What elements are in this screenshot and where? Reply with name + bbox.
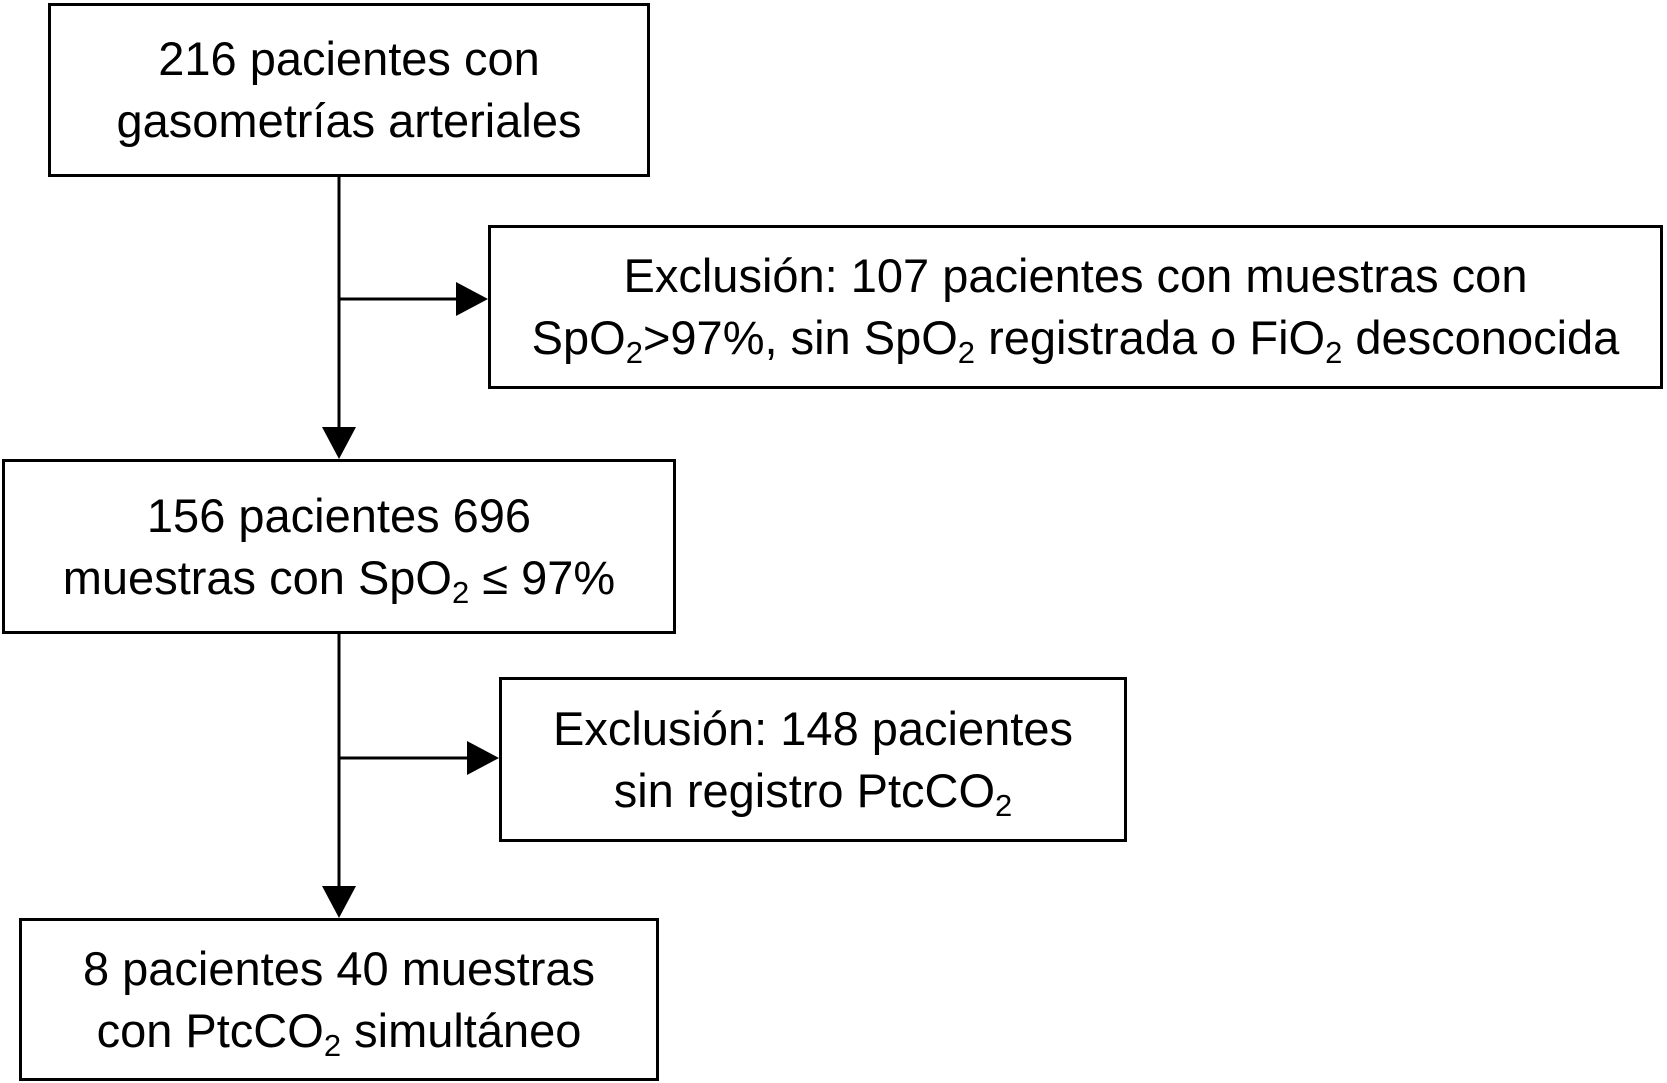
text-segment: Exclusión: 148 pacientes <box>553 701 1073 755</box>
box-text-line: muestras con SpO2 ≤ 97% <box>63 547 615 609</box>
box-text-line: sin registro PtcCO2 <box>614 760 1013 822</box>
box-text-line: Exclusión: 148 pacientes <box>553 698 1073 760</box>
subscript: 2 <box>995 787 1013 823</box>
text-segment: simultáneo <box>341 1003 582 1057</box>
box-text-line: SpO2>97%, sin SpO2 registrada o FiO2 des… <box>532 307 1620 369</box>
arrowhead-b3 <box>322 427 356 459</box>
text-segment: registrada o FiO <box>975 311 1326 364</box>
box-text-line: con PtcCO2 simultáneo <box>97 1000 582 1062</box>
arrowhead-b2 <box>456 282 488 316</box>
box-initial-patients: 216 pacientes con gasometrías arteriales <box>48 3 650 177</box>
text-segment: desconocida <box>1342 311 1620 364</box>
text-segment: muestras con SpO <box>62 550 452 604</box>
text-segment: Exclusión: 107 pacientes con muestras co… <box>623 249 1528 302</box>
subscript: 2 <box>957 335 976 370</box>
text-segment: con PtcCO <box>96 1003 324 1057</box>
box-text-line: 216 pacientes con <box>158 28 540 90</box>
box-exclusion-1: Exclusión: 107 pacientes con muestras co… <box>488 225 1663 389</box>
arrowhead-b5 <box>322 886 356 918</box>
text-segment: 216 pacientes con <box>158 32 540 85</box>
text-segment: sin registro PtcCO <box>613 763 996 817</box>
box-text-line: 8 pacientes 40 muestras <box>83 938 595 1000</box>
text-segment: ≤ 97% <box>469 550 616 604</box>
text-segment: 8 pacientes 40 muestras <box>82 941 596 995</box>
arrowhead-b4 <box>467 741 499 775</box>
box-text-line: gasometrías arteriales <box>117 90 582 152</box>
box-text-line: 156 pacientes 696 <box>147 485 531 547</box>
subscript: 2 <box>323 1027 342 1063</box>
text-segment: SpO <box>531 311 626 364</box>
box-text-line: Exclusión: 107 pacientes con muestras co… <box>624 245 1528 307</box>
subscript: 2 <box>625 335 643 370</box>
subscript: 2 <box>451 574 470 610</box>
text-segment: 156 pacientes 696 <box>146 488 532 542</box>
text-segment: >97%, sin SpO <box>642 311 958 364</box>
subscript: 2 <box>1325 335 1343 370</box>
text-segment: gasometrías arteriales <box>116 94 582 147</box>
